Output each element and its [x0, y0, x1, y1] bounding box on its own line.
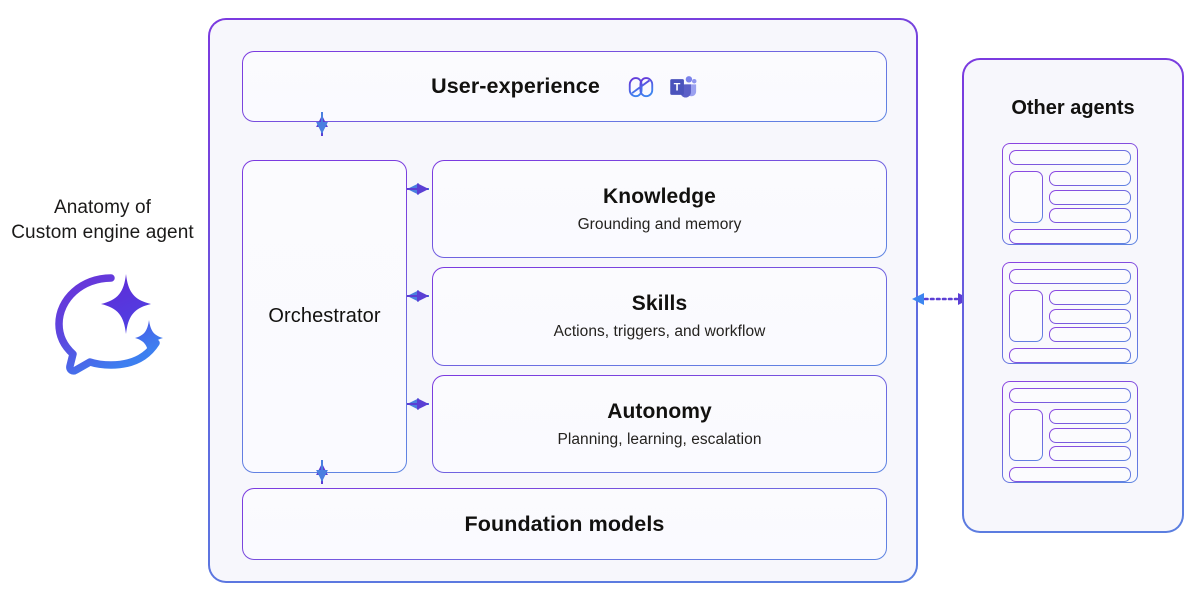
agent-card-avatar-block — [1009, 290, 1043, 342]
other-agents-title: Other agents — [1011, 97, 1135, 119]
svg-text:T: T — [674, 81, 681, 93]
agent-card-body — [1009, 409, 1131, 461]
agent-card-line — [1049, 190, 1131, 205]
agent-card-lines — [1049, 171, 1131, 223]
caption-line-1: Anatomy of — [53, 197, 152, 218]
skills-subtitle: Actions, triggers, and workflow — [553, 323, 766, 340]
autonomy-subtitle: Planning, learning, escalation — [557, 430, 762, 448]
knowledge-title: Knowledge — [603, 184, 716, 208]
agent-card-line — [1049, 309, 1131, 324]
agent-card-body — [1009, 171, 1131, 223]
agent-card-bottom-bar — [1009, 348, 1131, 363]
skills-title: Skills — [631, 292, 688, 315]
user-experience-card[interactable]: User-experience T — [242, 51, 887, 122]
agent-card[interactable] — [1002, 143, 1138, 245]
orchestrator-card[interactable]: Orchestrator — [242, 160, 407, 473]
autonomy-card[interactable]: Autonomy Planning, learning, escalation — [432, 375, 887, 473]
agent-card-line — [1049, 327, 1131, 342]
agent-card-line — [1049, 290, 1131, 305]
microsoft-365-copilot-icon — [628, 76, 654, 97]
agent-card[interactable] — [1002, 262, 1138, 364]
skills-card[interactable]: Skills Actions, triggers, and workflow — [432, 267, 887, 366]
agent-card-top-bar — [1009, 388, 1131, 403]
user-experience-title: User-experience — [431, 74, 600, 98]
caption-line-2: Custom engine agent — [11, 222, 194, 243]
diagram-caption: Anatomy of Custom engine agent — [0, 195, 205, 245]
agent-card-bottom-bar — [1009, 467, 1131, 482]
agent-card-bottom-bar — [1009, 229, 1131, 244]
agent-card[interactable] — [1002, 381, 1138, 483]
agent-card-body — [1009, 290, 1131, 342]
agent-card-top-bar — [1009, 150, 1131, 165]
foundation-models-card[interactable]: Foundation models — [242, 488, 887, 560]
knowledge-card[interactable]: Knowledge Grounding and memory — [432, 160, 887, 258]
orchestrator-title: Orchestrator — [268, 305, 381, 327]
other-agents-panel: Other agents — [962, 58, 1184, 533]
autonomy-title: Autonomy — [607, 399, 712, 423]
agent-card-line — [1049, 446, 1131, 461]
agent-card-lines — [1049, 290, 1131, 342]
microsoft-teams-icon: T — [670, 75, 697, 97]
agent-card-top-bar — [1009, 269, 1131, 284]
agent-card-avatar-block — [1009, 171, 1043, 223]
agent-card-line — [1049, 208, 1131, 223]
user-experience-icons: T — [626, 72, 698, 102]
agent-card-avatar-block — [1009, 409, 1043, 461]
knowledge-subtitle: Grounding and memory — [577, 215, 742, 233]
agent-card-line — [1049, 171, 1131, 186]
agent-card-line — [1049, 409, 1131, 424]
custom-engine-agent-panel: User-experience T — [208, 18, 918, 583]
foundation-models-title: Foundation models — [464, 511, 665, 536]
copilot-sparkle-icon — [55, 274, 163, 375]
agent-card-line — [1049, 428, 1131, 443]
agent-card-lines — [1049, 409, 1131, 461]
